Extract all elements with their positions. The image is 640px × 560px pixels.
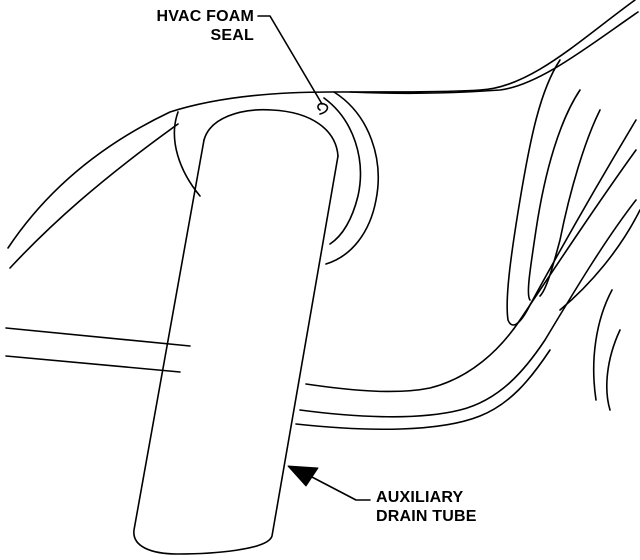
auxiliary-drain-tube-label-line1: AUXILIARY bbox=[376, 489, 464, 506]
hvac-foam-seal-label-line2: SEAL bbox=[210, 27, 254, 44]
housing-upper-contour bbox=[7, 0, 639, 269]
auxiliary-drain-tube-label-line2: DRAIN TUBE bbox=[376, 508, 477, 525]
auxiliary-drain-tube bbox=[133, 108, 339, 555]
hvac-foam-seal-leader bbox=[257, 15, 323, 105]
hvac-foam-seal-label: HVAC FOAM SEAL bbox=[157, 7, 255, 45]
frame-rails bbox=[5, 149, 637, 431]
hvac-foam-seal-label-line1: HVAC FOAM bbox=[156, 8, 254, 25]
auxiliary-drain-tube-label: AUXILIARY DRAIN TUBE bbox=[376, 488, 477, 526]
hvac-foam-seal-ring bbox=[173, 91, 379, 265]
auxiliary-drain-tube-leader bbox=[287, 465, 371, 501]
right-panel-contours bbox=[506, 59, 640, 411]
